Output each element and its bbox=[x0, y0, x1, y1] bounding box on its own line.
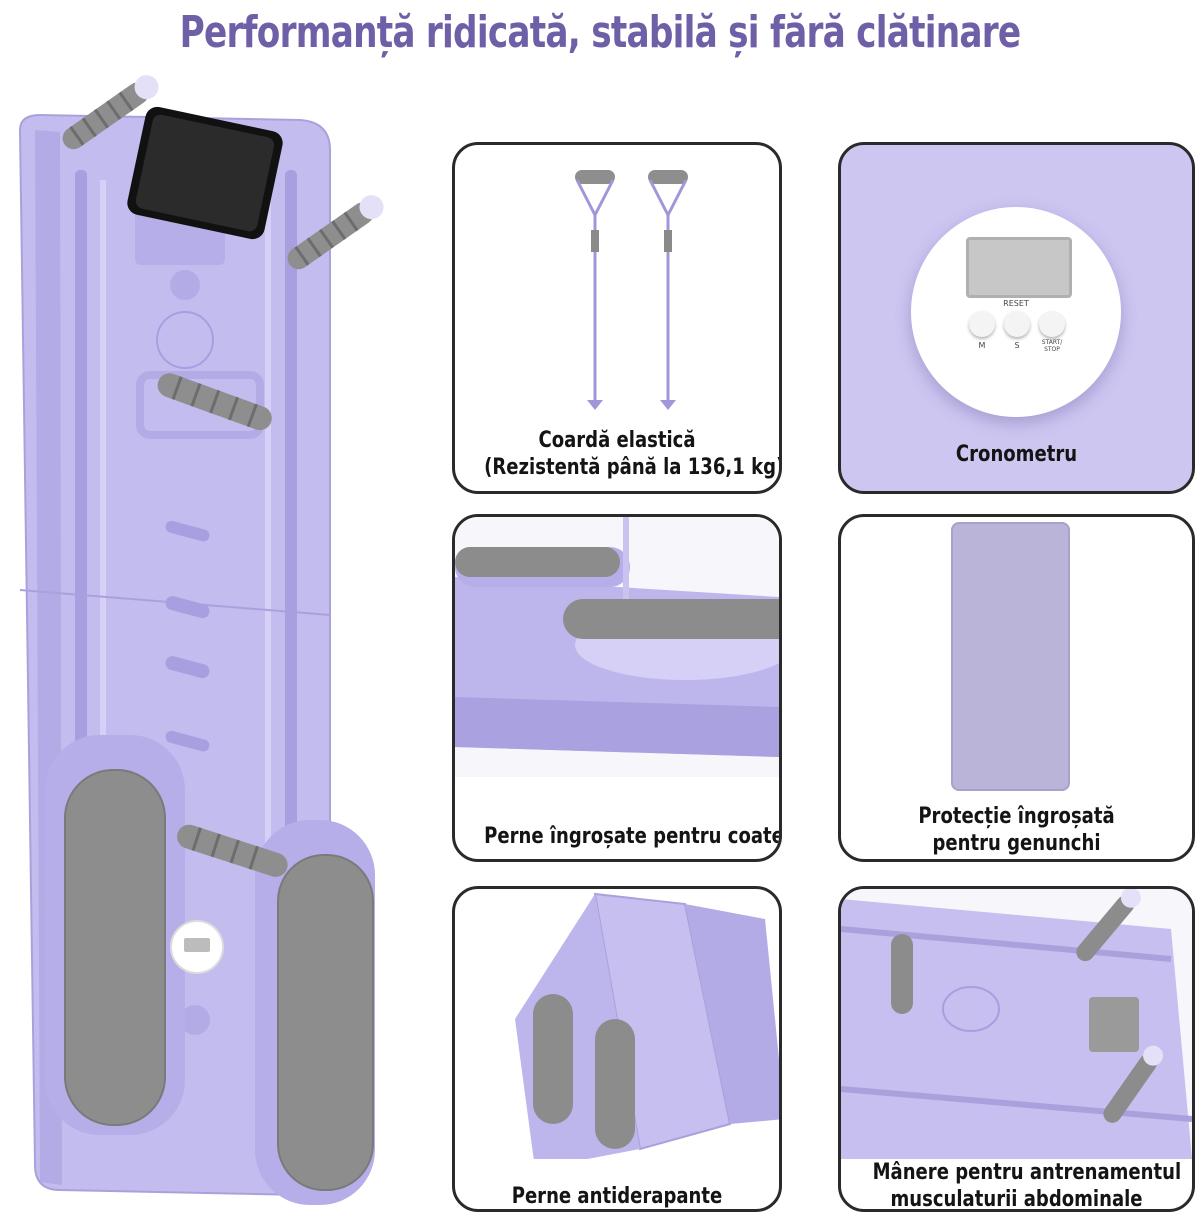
ab-board-illustration bbox=[0, 70, 420, 1220]
timer-caption: Cronometru bbox=[955, 442, 1078, 467]
elbow-pads-card: Perne îngroșate pentru coate bbox=[452, 514, 782, 862]
elastic-band-caption: Coardă elastică (Rezistentă până la 136,… bbox=[484, 428, 782, 480]
page-title: Performanță ridicată, stabilă și fără cl… bbox=[179, 6, 1022, 58]
timer-button-s[interactable] bbox=[1004, 311, 1030, 337]
elbow-pads-caption: Perne îngroșate pentru coate bbox=[484, 824, 782, 849]
timer-display bbox=[966, 237, 1072, 298]
elbow-pads-image bbox=[455, 517, 779, 777]
ab-board-graphic bbox=[18, 75, 384, 1205]
folded-board-image bbox=[515, 892, 779, 1159]
elastic-band-card: Coardă elastică (Rezistentă până la 136,… bbox=[452, 142, 782, 494]
handles-card: Mânere pentru antrenamentul musculaturii… bbox=[838, 886, 1195, 1212]
knee-pad-caption: Protecție îngroșată pentru genunchi bbox=[918, 804, 1115, 856]
elastic-band-icon bbox=[575, 170, 688, 410]
timer-start-label: START/ STOP bbox=[1041, 339, 1063, 353]
timer-reset-label: RESET bbox=[1003, 299, 1029, 308]
timer-card: RESET M S START/ STOP Cronometru bbox=[838, 142, 1195, 494]
timer-m-label: M bbox=[978, 341, 986, 350]
handles-image bbox=[841, 889, 1192, 1159]
timer-button-m[interactable] bbox=[969, 311, 995, 337]
timer-device: RESET M S START/ STOP bbox=[911, 207, 1121, 417]
antislip-pads-card: Perne antiderapante bbox=[452, 886, 782, 1212]
knee-pad-card: Protecție îngroșată pentru genunchi bbox=[838, 514, 1195, 862]
timer-s-label: S bbox=[1014, 341, 1020, 350]
antislip-pads-caption: Perne antiderapante bbox=[511, 1184, 723, 1209]
timer-button-start[interactable] bbox=[1039, 311, 1065, 337]
handles-caption: Mânere pentru antrenamentul musculaturii… bbox=[872, 1160, 1182, 1212]
knee-pad-mat bbox=[951, 522, 1070, 791]
